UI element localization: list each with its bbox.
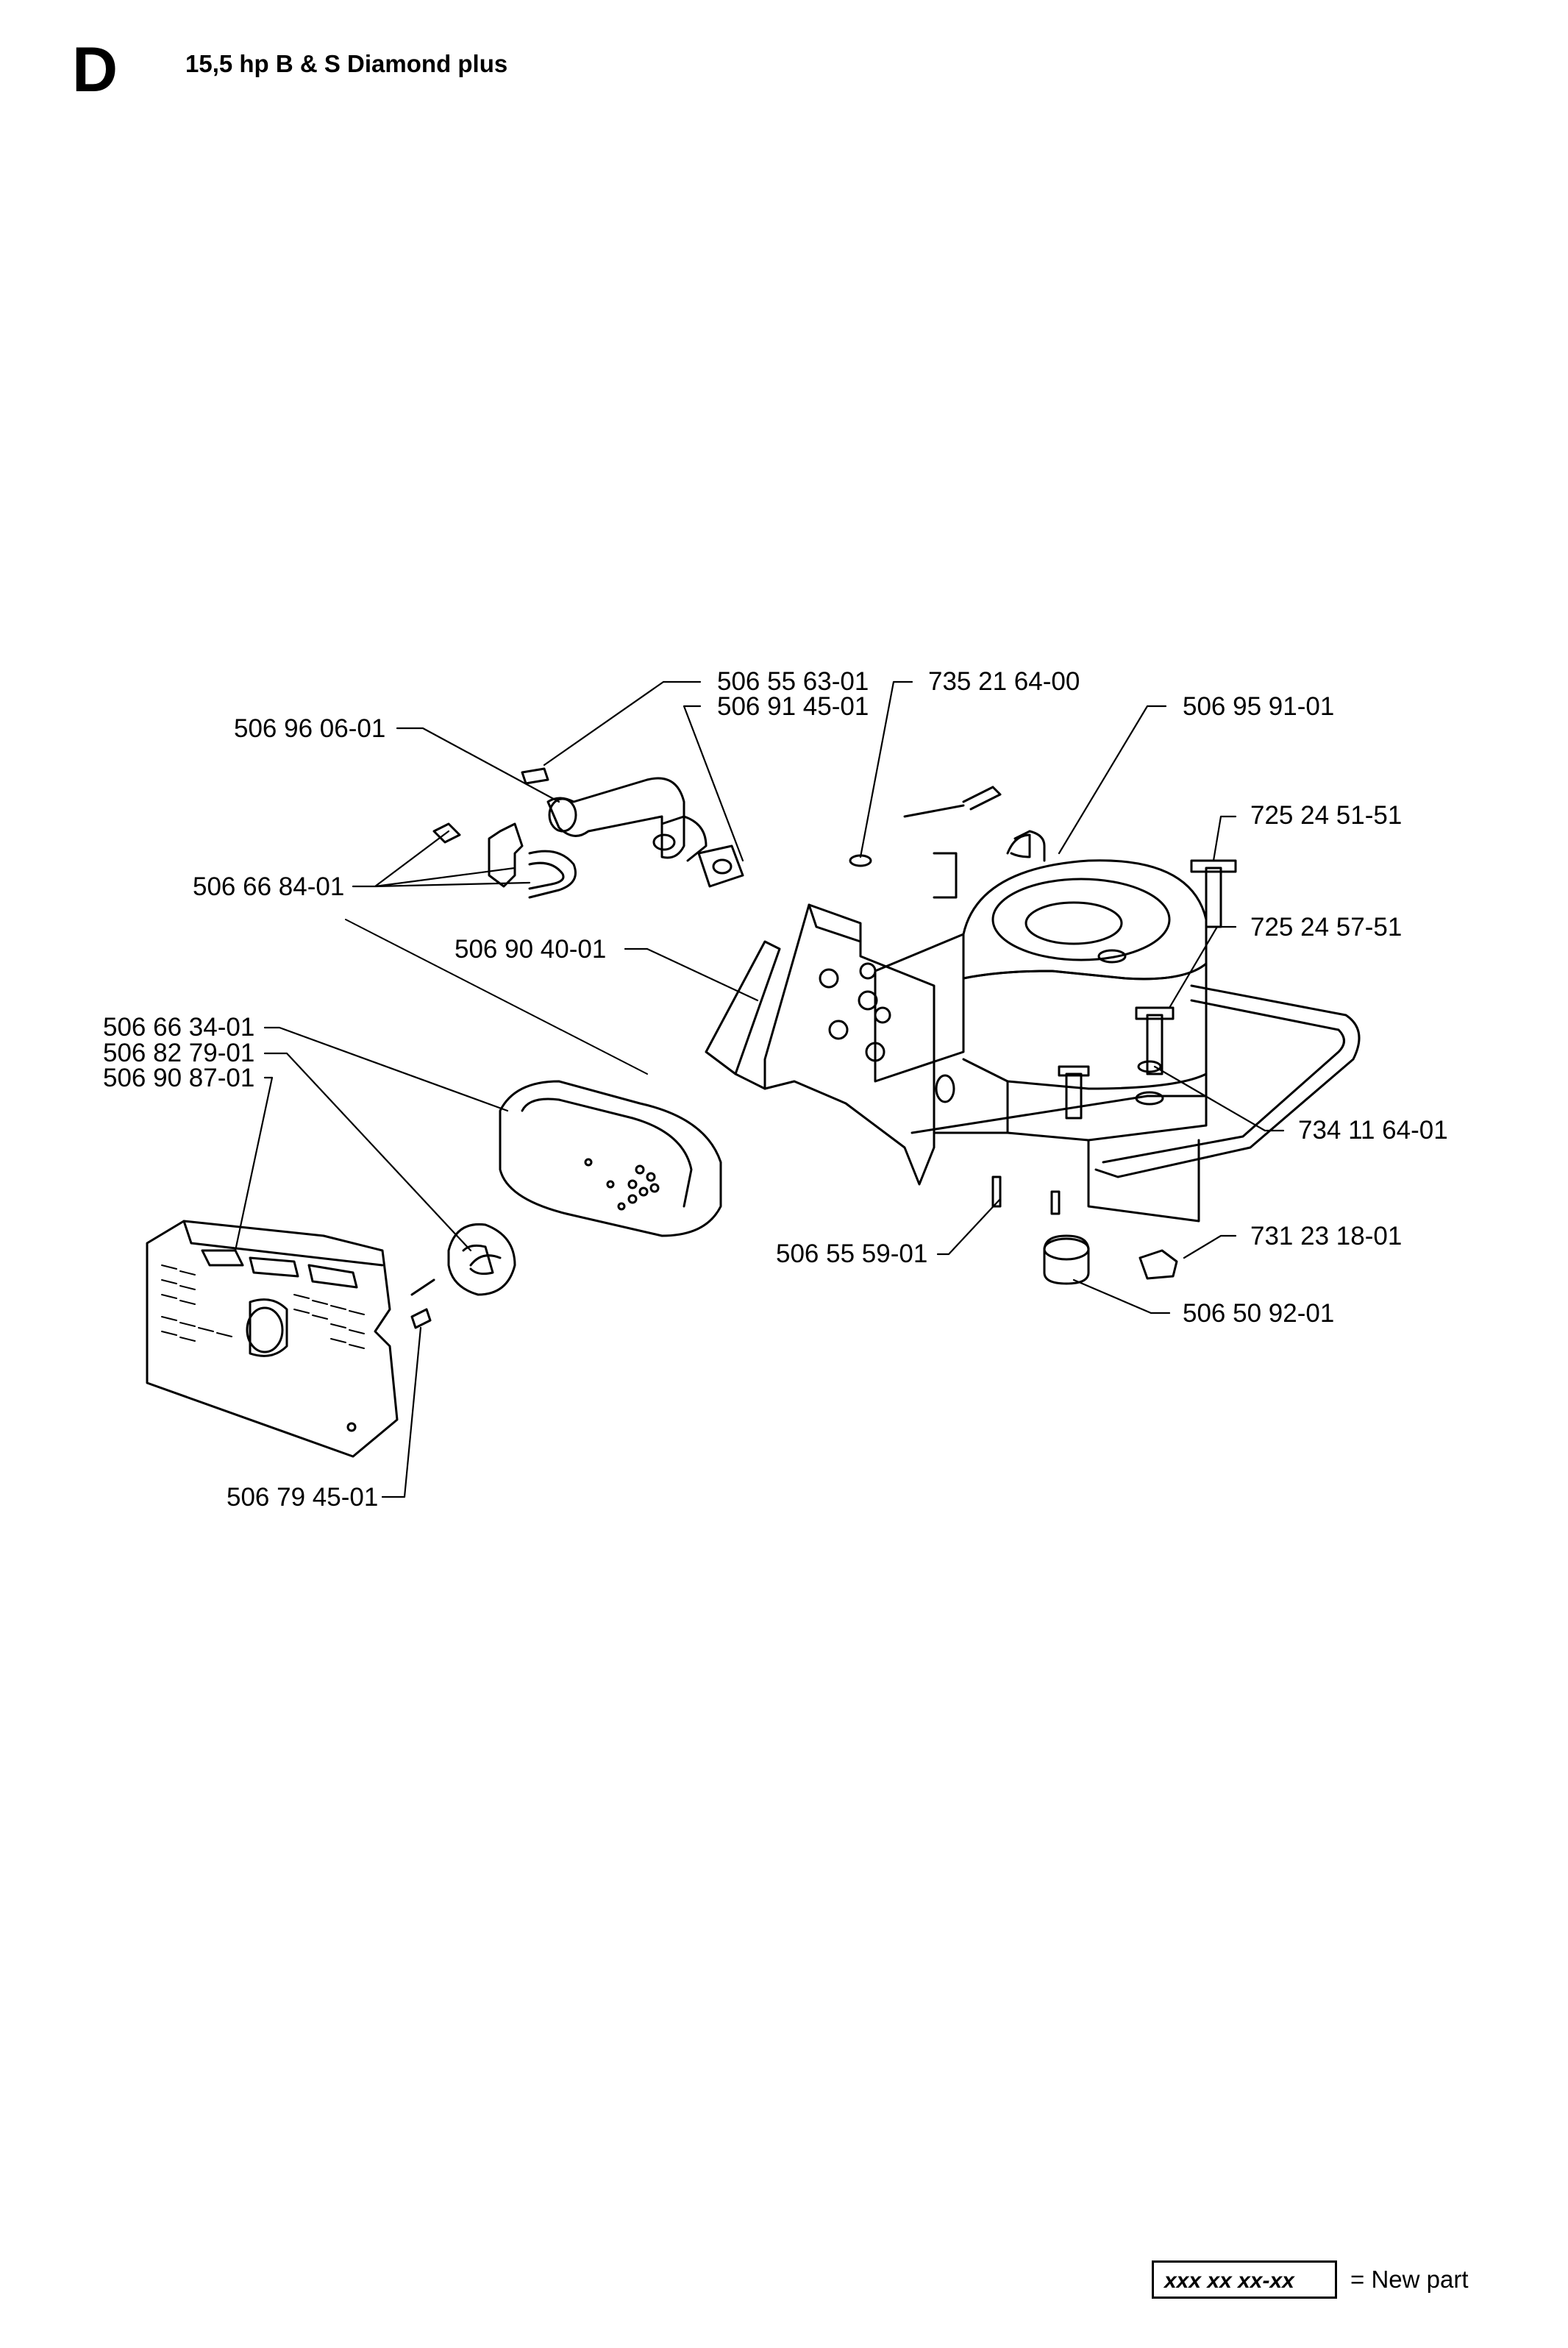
part-label: 506 66 34-01 (103, 1013, 254, 1042)
part-label: 734 11 64-01 (1298, 1116, 1448, 1145)
part-label: 506 95 91-01 (1183, 692, 1334, 721)
leader-lines (234, 680, 1285, 1498)
part-label: 725 24 57-51 (1250, 913, 1402, 942)
part-label: 506 50 92-01 (1183, 1299, 1334, 1328)
part-label: 506 55 63-01 (717, 667, 869, 696)
part-labels: 506 55 63-01 506 91 45-01 735 21 64-00 5… (103, 667, 1448, 1512)
part-label: 506 96 06-01 (234, 714, 385, 743)
legend-sample-number: xxx xx xx-xx (1164, 2269, 1294, 2293)
exhaust-parts-illustration (146, 767, 744, 1458)
part-label: 506 66 84-01 (193, 872, 344, 901)
part-label: 725 24 51-51 (1250, 801, 1402, 830)
legend-text: = New part (1350, 2266, 1469, 2293)
part-label: 506 90 40-01 (455, 935, 606, 964)
page-title: 15,5 hp B & S Diamond plus (185, 50, 508, 77)
part-label: 506 79 45-01 (227, 1483, 378, 1512)
section-letter: D (72, 35, 118, 105)
part-label: 731 23 18-01 (1250, 1222, 1402, 1251)
engine-illustration (705, 786, 1361, 1285)
part-label: 506 90 87-01 (103, 1064, 254, 1092)
part-label: 506 55 59-01 (776, 1239, 927, 1268)
part-label: 506 82 79-01 (103, 1039, 254, 1067)
part-label: 506 91 45-01 (717, 692, 869, 721)
new-part-legend-box: xxx xx xx-xx (1152, 2260, 1337, 2299)
part-label: 735 21 64-00 (928, 667, 1080, 696)
